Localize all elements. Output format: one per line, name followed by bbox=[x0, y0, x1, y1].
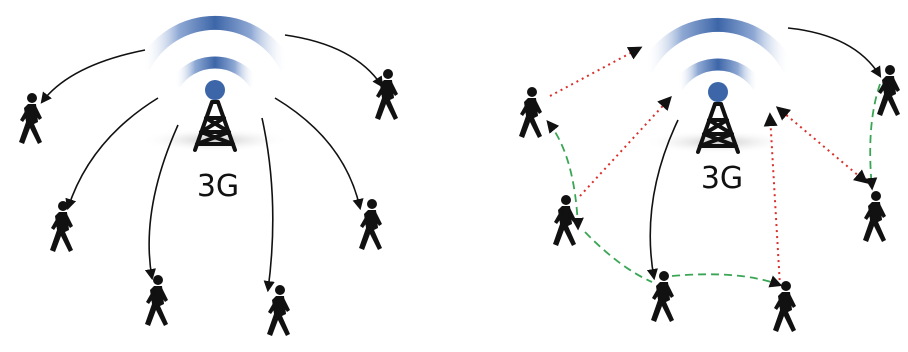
relay-link bbox=[775, 106, 869, 184]
cell-tower-icon bbox=[140, 23, 290, 152]
downlink-arrows bbox=[40, 34, 384, 293]
downlink-arrow bbox=[40, 49, 146, 104]
downlink-arrow bbox=[787, 27, 882, 78]
relay-links bbox=[549, 46, 869, 287]
pedestrian-icon bbox=[50, 201, 73, 252]
downlink-arrow bbox=[144, 124, 179, 281]
pedestrian-icon bbox=[773, 281, 796, 332]
pedestrian-icon bbox=[145, 275, 168, 326]
pedestrian-icon bbox=[267, 285, 290, 336]
pedestrian-icon bbox=[375, 69, 398, 120]
pedestrian-icon bbox=[19, 93, 42, 144]
pedestrian-icon bbox=[359, 199, 382, 250]
tower-label: 3G bbox=[197, 169, 239, 204]
relay-link bbox=[549, 46, 643, 97]
relay-link bbox=[763, 112, 781, 287]
downlink-arrow bbox=[284, 34, 384, 88]
tower-label: 3G bbox=[701, 161, 743, 196]
d2d-link bbox=[864, 83, 881, 191]
relay-link bbox=[579, 95, 672, 197]
panel-left: 3G bbox=[19, 23, 398, 336]
downlink-arrow bbox=[274, 97, 364, 211]
d2d-link bbox=[546, 120, 584, 231]
d2d-links bbox=[546, 83, 881, 288]
pedestrian-icon bbox=[863, 191, 886, 242]
pedestrian-icon bbox=[553, 195, 576, 246]
downlink-arrow bbox=[65, 97, 159, 211]
d2d-link bbox=[584, 231, 653, 283]
pedestrian-icon bbox=[651, 271, 674, 322]
downlink-arrows bbox=[646, 27, 882, 281]
pedestrian-icon bbox=[519, 87, 542, 138]
downlink-arrow bbox=[261, 117, 275, 293]
panel-right: 3G bbox=[519, 25, 900, 332]
downlink-arrow bbox=[646, 119, 679, 281]
pedestrian-icon bbox=[877, 65, 900, 116]
d2d-link bbox=[671, 273, 783, 288]
